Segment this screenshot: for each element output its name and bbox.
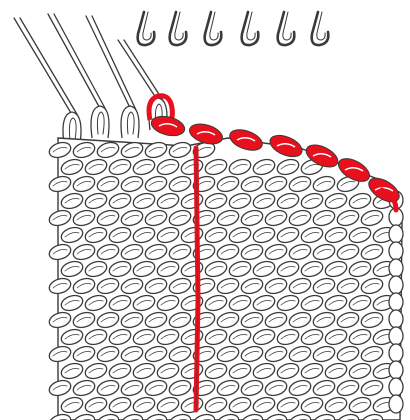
needle-stitch-loop <box>91 106 109 138</box>
selvedge-stitch <box>389 276 403 294</box>
selvedge-stitch <box>389 310 403 328</box>
needle-stitch-loop <box>121 106 139 138</box>
selvedge-stitch <box>389 242 403 260</box>
selvedge-stitch <box>389 378 403 396</box>
selvedge-stitch <box>389 361 403 379</box>
selvedge-stitch <box>389 293 403 311</box>
selvedge-stitch <box>389 225 403 243</box>
selvedge-stitch <box>389 344 403 362</box>
selvedge-stitch <box>389 327 403 345</box>
selvedge-stitch <box>389 395 403 413</box>
knitted-fabric <box>47 138 403 420</box>
selvedge-stitch <box>389 259 403 277</box>
